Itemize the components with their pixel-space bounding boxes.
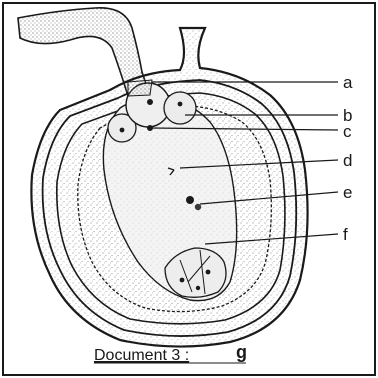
polar-nucleus-2 <box>195 204 201 210</box>
antipodal-nucleus <box>180 278 185 283</box>
antipodal-nucleus-2 <box>206 270 211 275</box>
label-a: a <box>343 73 353 92</box>
antipodal-nucleus-3 <box>196 286 200 290</box>
label-e: e <box>343 183 352 202</box>
micropyle <box>128 80 152 96</box>
synergid-nucleus-2 <box>178 102 183 107</box>
synergid-cell-2 <box>164 92 196 124</box>
label-f: f <box>343 225 348 244</box>
label-c: c <box>343 122 352 141</box>
label-d: d <box>343 151 352 170</box>
polar-nucleus <box>186 196 194 204</box>
synergid-nucleus <box>120 128 125 133</box>
caption-letter: g <box>236 342 247 362</box>
egg-nucleus <box>147 99 153 105</box>
caption-text: Document 3 : <box>94 347 189 364</box>
